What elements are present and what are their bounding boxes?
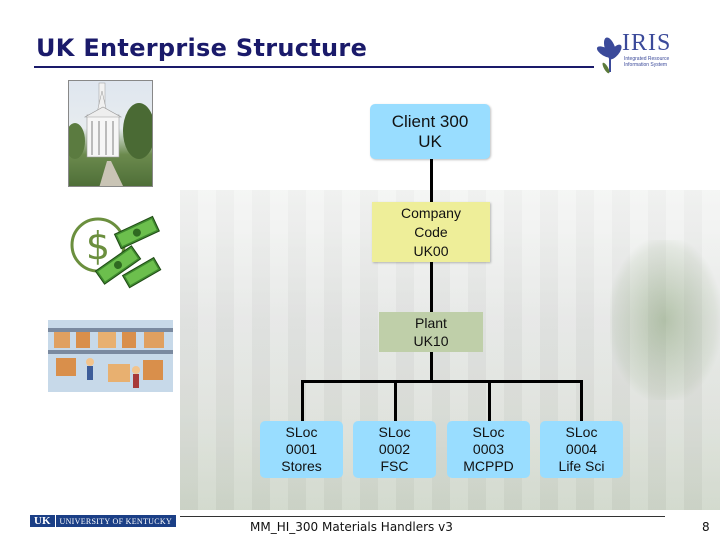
footer-course-title: MM_HI_300 Materials Handlers v3	[250, 520, 453, 534]
connector-company-plant	[430, 262, 433, 312]
svg-text:$: $	[86, 224, 110, 268]
university-name: UNIVERSITY OF KENTUCKY	[59, 516, 173, 526]
company-code-node: Company Code UK00	[372, 202, 490, 262]
money-dollar-icon: $	[70, 215, 162, 289]
warehouse-workers-icon	[48, 320, 173, 392]
footer-divider	[180, 516, 665, 517]
iris-logo-text: IRIS	[622, 30, 672, 56]
connector-bus-sloc4	[580, 380, 583, 421]
page-number: 8	[702, 520, 710, 534]
client-node: Client 300 UK	[370, 104, 490, 159]
connector-client-company	[430, 159, 433, 202]
plant-node: Plant UK10	[379, 312, 483, 352]
plant-node-label: Plant UK10	[413, 315, 449, 349]
sloc-node-label: SLoc 0002 FSC	[378, 424, 411, 474]
connector-bus-sloc3	[488, 380, 491, 421]
connector-plant-bus	[430, 352, 433, 382]
uk-mark: UK	[30, 515, 56, 527]
sloc-node-label: SLoc 0003 MCPPD	[463, 424, 514, 474]
company-code-node-label: Company Code UK00	[401, 204, 461, 259]
sloc-node-0002: SLoc 0002 FSC	[353, 421, 436, 478]
sloc-node-0001: SLoc 0001 Stores	[260, 421, 343, 478]
sloc-node-0003: SLoc 0003 MCPPD	[447, 421, 530, 478]
slide-title: UK Enterprise Structure	[36, 34, 368, 62]
iris-flower-icon	[596, 37, 622, 74]
campus-building-photo-icon	[68, 80, 153, 187]
sloc-node-label: SLoc 0001 Stores	[281, 424, 322, 474]
tree-background-photo	[610, 240, 720, 400]
connector-bus-sloc1	[301, 380, 304, 421]
sloc-node-label: SLoc 0004 Life Sci	[558, 424, 605, 474]
client-node-label: Client 300 UK	[391, 111, 469, 151]
connector-bus-sloc2	[394, 380, 397, 421]
sloc-node-0004: SLoc 0004 Life Sci	[540, 421, 623, 478]
university-logo: UK UNIVERSITY OF KENTUCKY	[30, 515, 176, 527]
iris-logo-subtitle: Integrated Resource Information System	[624, 56, 670, 68]
connector-bus	[301, 380, 583, 383]
title-underline	[34, 66, 594, 68]
